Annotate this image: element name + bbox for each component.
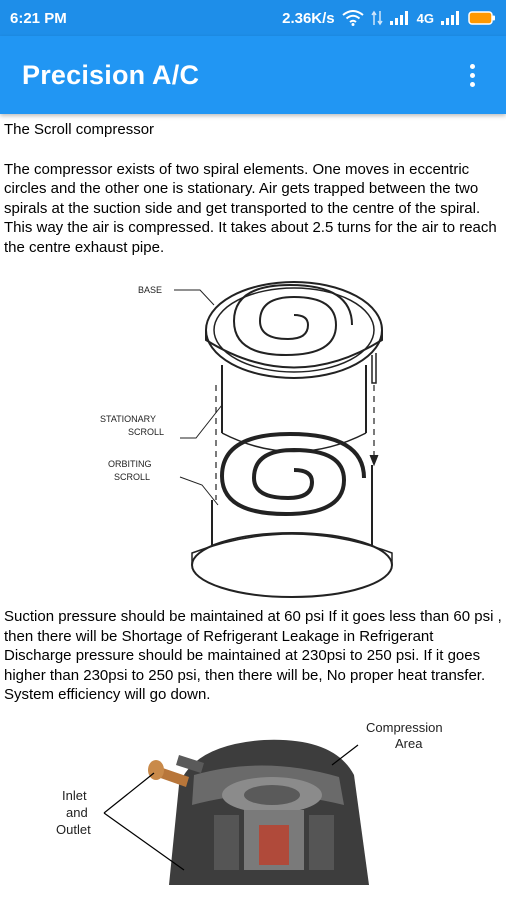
app-bar: Precision A/C [0, 36, 506, 114]
data-arrows-icon [371, 10, 383, 26]
label-compression-1: Compression [366, 720, 443, 735]
network-type: 4G [416, 10, 434, 26]
label-compression-2: Area [395, 736, 423, 751]
signal-icon [389, 11, 410, 25]
label-inlet-2: and [66, 805, 88, 820]
app-title: Precision A/C [22, 59, 200, 90]
status-bar: 6:21 PM 2.36K/s 4G [0, 0, 506, 36]
article-paragraph-2: Suction pressure should be maintained at… [4, 608, 502, 703]
label-stationary-2: SCROLL [128, 427, 164, 437]
network-speed: 2.36K/s [282, 9, 335, 27]
wifi-icon [342, 10, 364, 26]
article-paragraph-1: The compressor exists of two spiral elem… [4, 160, 497, 256]
status-icons: 2.36K/s 4G [282, 10, 496, 27]
status-time: 6:21 PM [10, 9, 67, 27]
signal-icon [441, 11, 461, 25]
label-inlet-3: Outlet [56, 822, 91, 837]
compressor-cutaway-image: Compression Area Inlet and Outlet [56, 720, 443, 885]
label-orbiting-1: ORBITING [108, 459, 152, 469]
more-vert-icon[interactable] [460, 55, 484, 95]
article-content: The Scroll compressor The compressor exi… [0, 114, 506, 900]
article-heading: The Scroll compressor [4, 121, 155, 138]
label-base: BASE [138, 285, 162, 295]
scroll-compressor-diagram: BASE STATIONARY SCROLL ORBITING SCROLL [100, 281, 393, 598]
label-orbiting-2: SCROLL [114, 472, 150, 482]
label-inlet-1: Inlet [62, 788, 87, 803]
label-stationary-1: STATIONARY [100, 414, 156, 424]
battery-icon [468, 11, 496, 25]
